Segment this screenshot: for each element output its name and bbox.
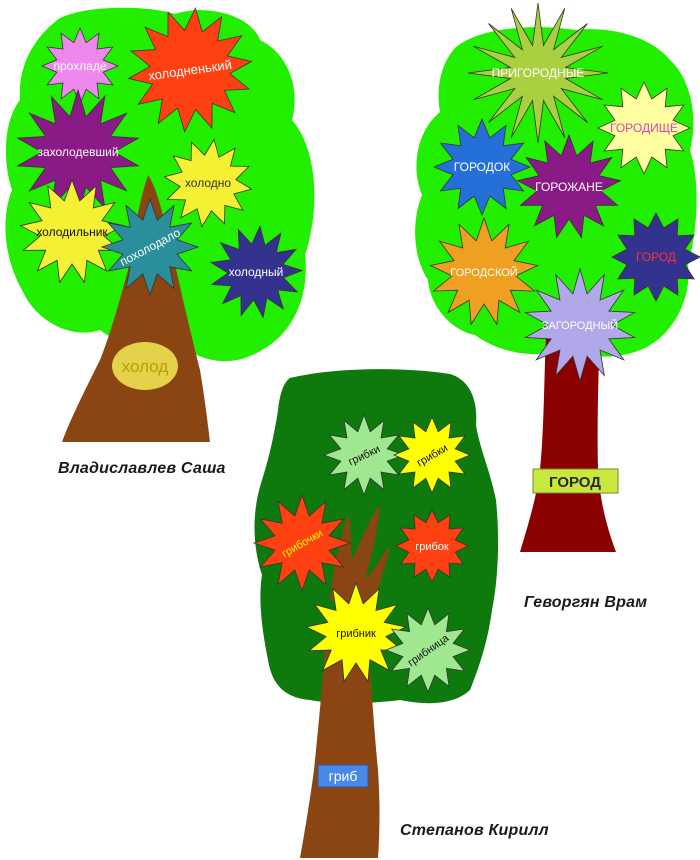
star-word: холодный <box>229 265 284 279</box>
author-caption-gorod: Геворгян Врам <box>524 594 647 612</box>
word-star: ПРИГОРОДНЫЕ <box>468 3 608 143</box>
root-word-grib: гриб <box>329 768 358 784</box>
author-caption-grib: Степанов Кирилл <box>400 822 549 840</box>
star-word: ПРИГОРОДНЫЕ <box>492 66 585 80</box>
star-word: захолодевший <box>37 145 118 159</box>
root-word-gorod: ГОРОД <box>549 474 601 491</box>
star-word: ГОРОДОК <box>454 160 510 174</box>
star-word: ГОРОД <box>636 250 676 264</box>
star-word: холодильник <box>36 225 108 239</box>
star-word: ГОРОДИЩЕ <box>610 121 678 135</box>
star-word: холодно <box>185 176 231 190</box>
star-word: грибник <box>336 628 376 640</box>
star-word: ГОРОДСКОЙ <box>450 266 517 279</box>
star-word: прохладе <box>53 59 106 73</box>
star-word: ГОРОЖАНЕ <box>535 180 603 194</box>
star-word: ЗАГОРОДНЫЙ <box>542 319 618 332</box>
star-word: грибок <box>415 541 449 553</box>
author-caption-holod: Владиславлев Саша <box>58 460 226 478</box>
root-word-holod: холод <box>122 357 169 376</box>
